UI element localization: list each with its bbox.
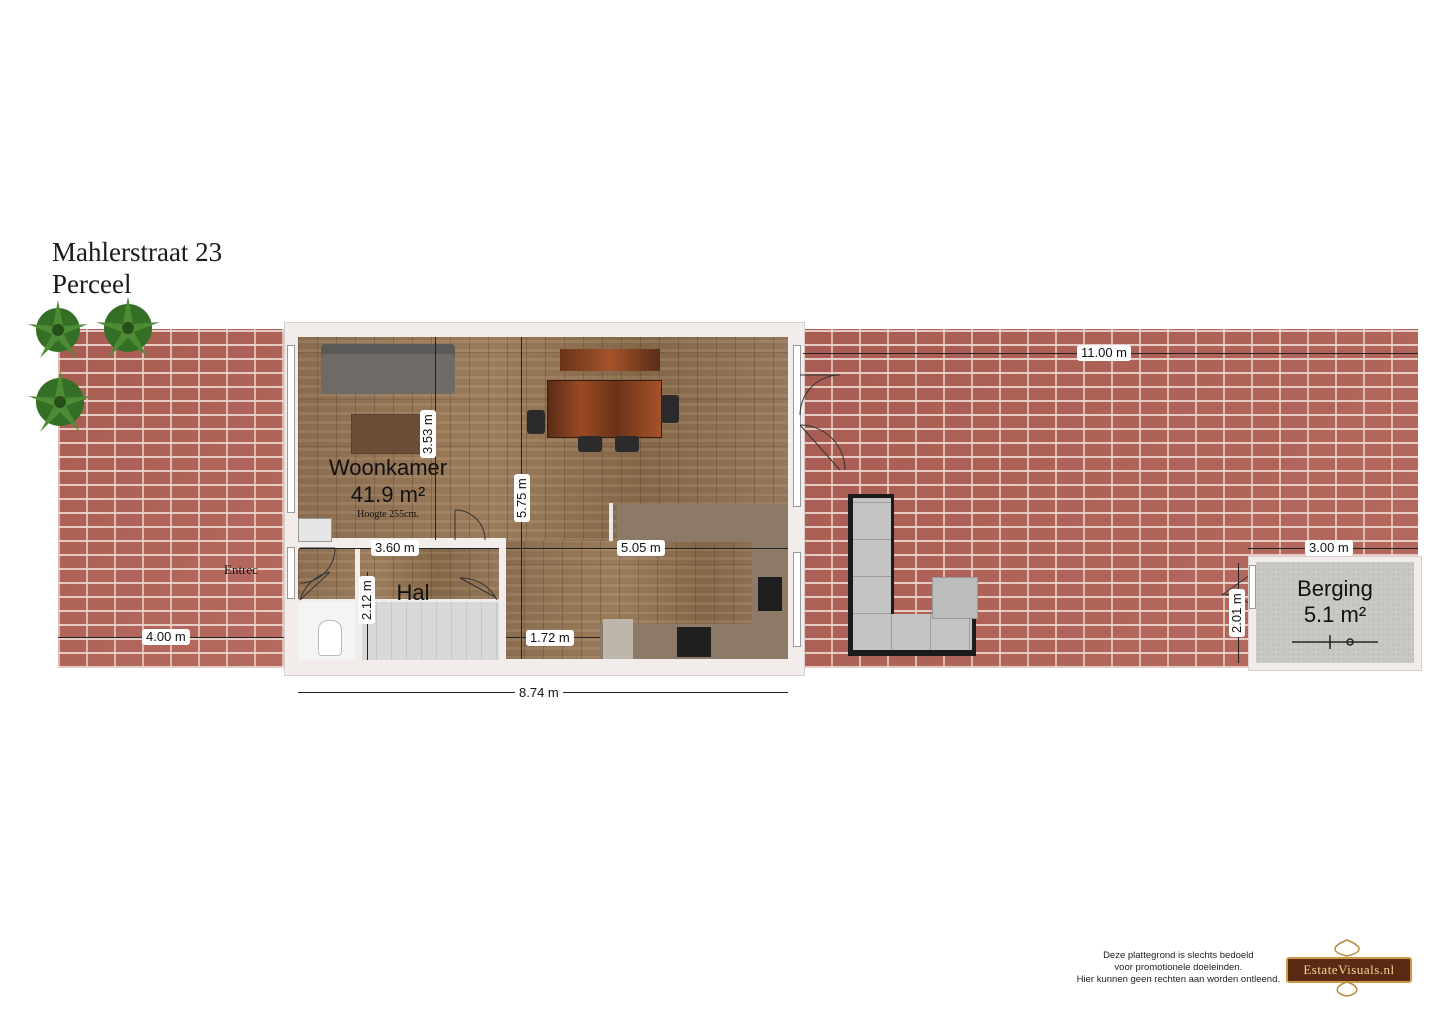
- dim-hal-depth: 2.12 m: [359, 576, 375, 624]
- woonkamer-area: 41.9 m²: [350, 482, 426, 507]
- sofa: [321, 344, 455, 394]
- plant: [28, 370, 92, 432]
- disclaimer: Deze plattegrond is slechts bedoeld voor…: [1077, 950, 1280, 986]
- front-yard: [58, 329, 284, 668]
- window: [287, 547, 295, 599]
- door: [454, 509, 486, 541]
- lounge-cushions: [932, 577, 978, 619]
- dining-chair: [661, 395, 679, 423]
- dim-house-width: 8.74 m: [515, 685, 563, 701]
- oven-icon: [758, 577, 782, 611]
- hal-label: Hal: [396, 580, 430, 605]
- dim-center-depth: 5.75 m: [514, 474, 530, 522]
- dim-garden-length: 11.00 m: [1077, 345, 1132, 361]
- dim-kitchen-small: 1.72 m: [526, 630, 574, 646]
- interior-wall: [355, 549, 360, 660]
- disclaimer-line: Hier kunnen geen rechten aan worden ontl…: [1076, 974, 1280, 985]
- plant: [28, 300, 88, 358]
- bicycle-icon: [1292, 635, 1378, 649]
- logo-ornament-icon: [1334, 939, 1360, 997]
- hal-floor: [298, 549, 499, 599]
- rug: [351, 414, 427, 454]
- door: [799, 374, 841, 416]
- entrance-label: Entrec: [224, 562, 258, 577]
- page-title: Mahlerstraat 23 Perceel: [52, 236, 222, 300]
- plan-subtitle: Perceel: [52, 269, 132, 299]
- door: [299, 571, 331, 601]
- kitchen-island: [617, 504, 787, 542]
- window: [287, 345, 295, 513]
- dim-front-yard: 4.00 m: [142, 629, 190, 645]
- dining-chair: [527, 410, 545, 434]
- interior-wall: [499, 538, 506, 660]
- staircase: [362, 602, 499, 660]
- woonkamer-name: Woonkamer: [328, 455, 448, 480]
- dining-bench: [560, 349, 660, 371]
- dining-chair: [578, 436, 602, 452]
- fridge: [603, 619, 633, 659]
- disclaimer-line: voor promotionele doeleinden.: [1114, 962, 1243, 973]
- lounge-cushions: [853, 614, 972, 650]
- door: [799, 424, 846, 471]
- dining-table: [547, 380, 662, 438]
- plants-icon: [28, 298, 160, 432]
- dining-chair: [615, 436, 639, 452]
- toilet-icon: [318, 620, 342, 656]
- berging-name: Berging: [1297, 576, 1373, 601]
- berging-floor: [1256, 562, 1414, 663]
- disclaimer-line: Deze plattegrond is slechts bedoeld: [1103, 950, 1254, 961]
- woonkamer-label: Woonkamer 41.9 m² Hoogte 255cm.: [298, 455, 478, 521]
- kitchen-unit: [298, 518, 332, 542]
- window: [793, 552, 801, 647]
- window: [1249, 565, 1256, 609]
- address-title: Mahlerstraat 23: [52, 237, 223, 267]
- woonkamer-height: Hoogte 255cm.: [357, 509, 419, 520]
- berging-area: 5.1 m²: [1303, 602, 1367, 627]
- stove-icon: [677, 627, 711, 657]
- dim-berging-depth: 2.01 m: [1229, 589, 1245, 637]
- logo-text: EstateVisuals.nl: [1303, 962, 1395, 977]
- door: [299, 547, 336, 584]
- door: [459, 577, 498, 601]
- dim-berging-width: 3.00 m: [1305, 540, 1353, 556]
- dim-woonkamer-depth: 3.53 m: [420, 410, 436, 458]
- counter-divider: [609, 503, 613, 541]
- berging-label: Berging 5.1 m²: [1256, 576, 1414, 628]
- dim-hal-width: 3.60 m: [371, 540, 419, 556]
- plant: [96, 298, 160, 358]
- dim-kitchen-width: 5.05 m: [617, 540, 665, 556]
